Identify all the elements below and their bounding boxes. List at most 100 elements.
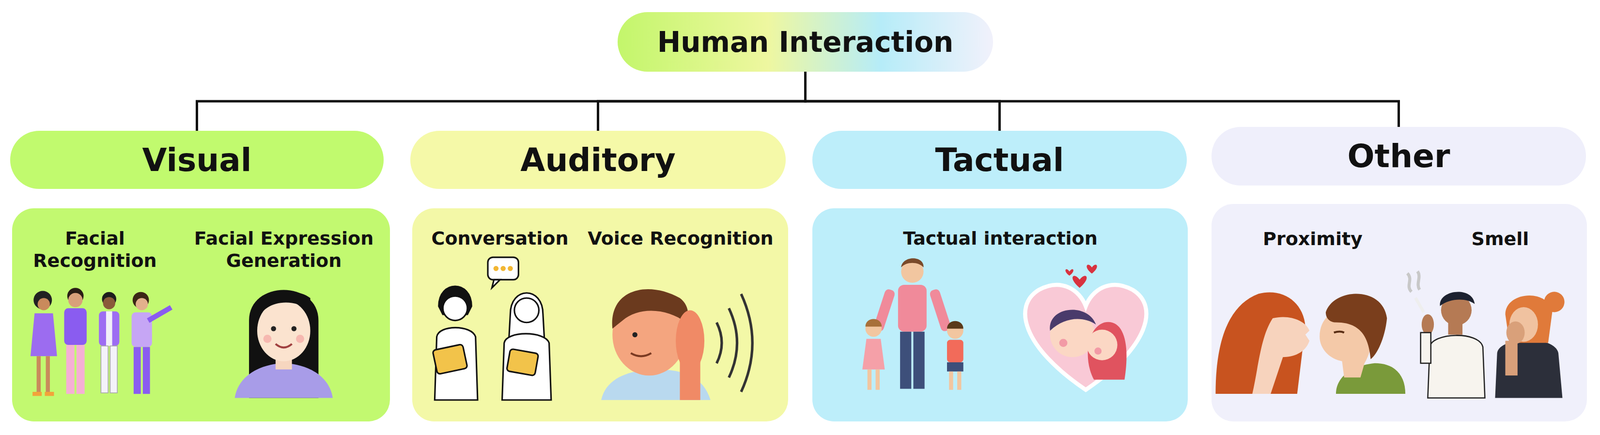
illustration-part	[1049, 310, 1096, 331]
conversation-figures	[432, 257, 552, 401]
illustration-part	[1334, 331, 1345, 333]
illustration-part	[109, 345, 118, 393]
illustration-part	[865, 318, 883, 327]
illustration-part	[630, 353, 652, 357]
illustration-part	[1065, 269, 1074, 276]
illustration-part	[875, 369, 880, 390]
example-panel: Proximity Smell	[1211, 203, 1587, 422]
illustration-part	[1421, 314, 1434, 335]
illustration-part	[133, 346, 141, 394]
tree-connector	[598, 71, 806, 131]
illustration-part	[1420, 332, 1431, 364]
illustration-part	[1094, 347, 1102, 355]
example-label: Conversation	[419, 227, 580, 250]
illustration-part	[1506, 321, 1525, 344]
hugging-couple	[1025, 264, 1147, 390]
listening-man	[601, 289, 753, 401]
illustration-part	[257, 291, 311, 323]
illustration-part	[898, 284, 927, 332]
illustration-part	[46, 356, 50, 393]
illustration-part	[44, 391, 54, 396]
illustration-part	[432, 343, 468, 375]
illustration-part	[106, 311, 113, 347]
example-label: Tactual interaction	[874, 227, 1127, 250]
illustration-part	[270, 326, 277, 332]
example-label: Facial Recognition	[15, 227, 175, 272]
people-group	[30, 287, 173, 396]
illustration-part	[913, 331, 925, 389]
illustration-part	[500, 265, 506, 272]
example-label: Voice Recognition	[574, 227, 788, 250]
example-panel: ConversationVoice Recognition	[412, 208, 789, 422]
example-panel: Facial RecognitionFacial Expression Gene…	[12, 208, 390, 422]
illustration-part	[741, 294, 753, 392]
illustration-part	[948, 371, 953, 390]
illustration-part	[507, 265, 513, 272]
pill-label: Other	[1347, 137, 1451, 175]
illustration-part	[1448, 322, 1463, 335]
illustration-part	[947, 340, 964, 363]
illustration-part	[1494, 340, 1563, 399]
illustration-part	[491, 279, 500, 288]
illustration-part	[64, 308, 87, 345]
illustration-part	[1087, 329, 1118, 361]
illustration-part	[146, 305, 173, 323]
illustration-part	[1505, 340, 1518, 376]
example-label: Proximity	[1232, 228, 1393, 251]
illustration-part	[1415, 297, 1424, 313]
illustration-part	[36, 356, 41, 393]
illustration-part	[1325, 293, 1387, 359]
category-pill: Visual	[10, 130, 384, 189]
pill-label: Auditory	[520, 141, 676, 179]
illustration-part	[947, 362, 964, 372]
category-pill: Auditory	[410, 130, 786, 189]
kissing-couple	[1215, 292, 1406, 395]
pill-label: Human Interaction	[657, 25, 954, 59]
illustration-part	[1252, 316, 1310, 394]
illustration-part	[679, 361, 700, 401]
illustration-part	[493, 265, 499, 272]
illustration-part	[1440, 292, 1476, 307]
illustration-part	[900, 331, 912, 389]
root-pill: Human Interaction	[617, 12, 994, 72]
illustration-part	[103, 296, 116, 310]
illustration-part	[487, 257, 519, 280]
example-panel: Tactual interaction	[812, 208, 1188, 422]
illustration-part	[1059, 338, 1068, 347]
tree-connector	[805, 71, 1399, 127]
pill-label: Visual	[142, 141, 252, 179]
tree-connector	[197, 71, 806, 131]
illustration-part	[66, 344, 75, 394]
smiling-face	[234, 289, 333, 398]
illustration-part	[957, 371, 962, 390]
illustration-part	[275, 343, 293, 348]
illustration-part	[291, 326, 297, 332]
illustration-part	[862, 338, 885, 370]
illustration-part	[506, 348, 539, 376]
illustration-part	[135, 297, 148, 311]
illustration-part	[263, 334, 272, 343]
illustration-part	[442, 295, 468, 321]
illustration-part	[729, 308, 738, 378]
illustration-part	[1072, 276, 1087, 289]
illustration-part	[1407, 271, 1420, 292]
illustration-part	[1427, 335, 1485, 398]
pill-label: Tactual	[935, 141, 1065, 179]
illustration-part	[900, 258, 924, 268]
illustration-part	[632, 332, 638, 338]
illustration-part	[30, 313, 58, 357]
illustration-part	[1086, 264, 1097, 274]
example-label: Facial Expression Generation	[182, 227, 386, 272]
illustration-part	[68, 293, 83, 308]
illustration-part	[32, 391, 42, 396]
illustration-part	[142, 346, 151, 394]
illustration-part	[612, 289, 689, 329]
illustration-part	[947, 321, 964, 329]
illustration-part	[295, 334, 305, 343]
family-figures	[862, 258, 964, 390]
example-label: Smell	[1427, 228, 1573, 251]
illustration-part	[76, 344, 85, 394]
illustration-part	[502, 333, 552, 401]
smell-figures	[1407, 271, 1565, 398]
